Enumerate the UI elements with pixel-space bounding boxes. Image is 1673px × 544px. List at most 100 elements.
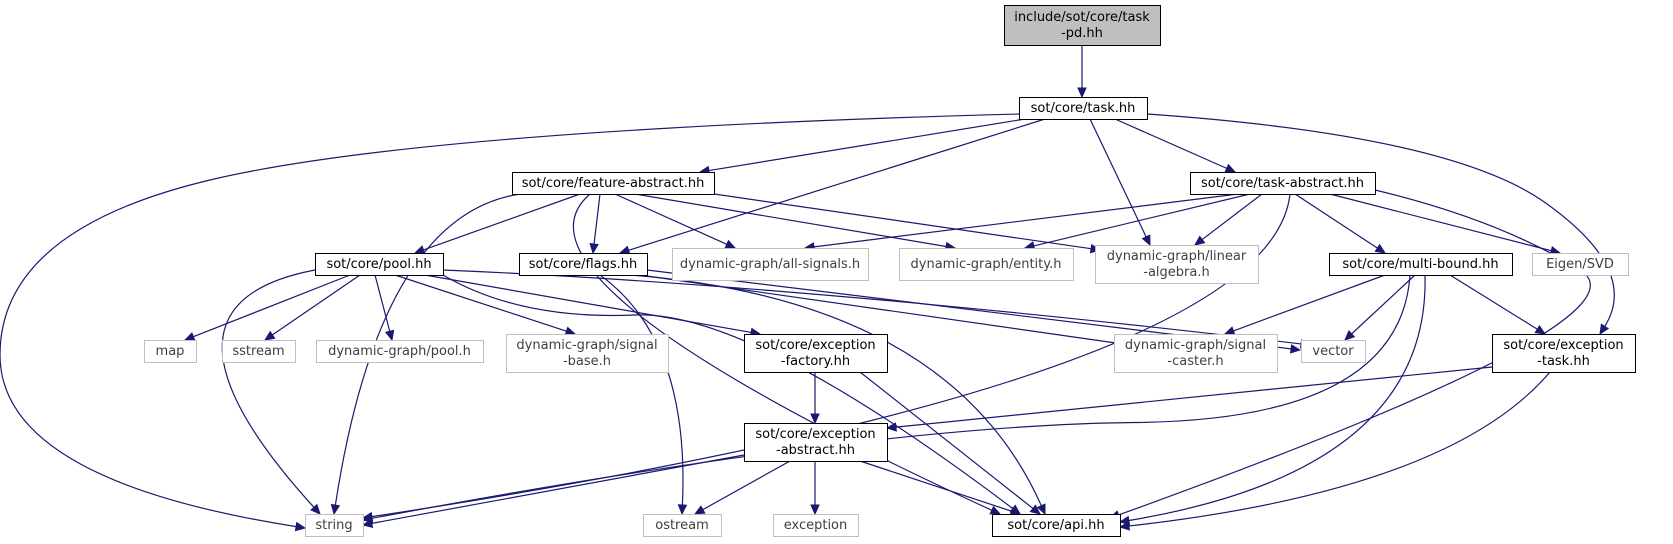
node-label: exception xyxy=(784,518,848,533)
edge-line xyxy=(334,193,521,506)
edge-line xyxy=(424,274,752,334)
node-label: include/sot/core/task xyxy=(1014,10,1150,25)
arrow-head-icon xyxy=(1224,163,1237,173)
edge-line xyxy=(702,460,791,511)
node-box xyxy=(643,514,722,537)
node-signal-base: dynamic-graph/signal-base.h xyxy=(506,334,669,373)
arrow-head-icon xyxy=(885,422,897,432)
node-exception-task[interactable]: sot/core/exception-task.hh xyxy=(1492,334,1636,373)
arrow-head-icon xyxy=(1141,234,1151,247)
node-exception: exception xyxy=(773,514,859,537)
node-label: map xyxy=(156,344,185,359)
edge-line xyxy=(1294,193,1378,249)
node-pool[interactable]: sot/core/pool.hh xyxy=(315,253,444,276)
edge-exception_factory-to-api xyxy=(859,371,1041,515)
edge-line xyxy=(859,371,1034,509)
node-exception-abstract[interactable]: sot/core/exception-abstract.hh xyxy=(744,423,888,462)
node-label: dynamic-graph/pool.h xyxy=(328,344,471,359)
arrow-head-icon xyxy=(677,504,688,516)
node-label: dynamic-graph/all-signals.h xyxy=(680,257,860,272)
edge-exception_abstract-to-exception xyxy=(810,461,820,516)
edge-line xyxy=(859,460,1012,512)
node-task-abstract[interactable]: sot/core/task-abstract.hh xyxy=(1190,172,1376,195)
edge-pool-to-api xyxy=(442,274,1021,515)
edge-line xyxy=(1201,193,1263,241)
edge-line xyxy=(371,454,745,524)
edge-line xyxy=(628,118,1046,251)
node-box xyxy=(222,340,296,363)
node-box xyxy=(992,514,1121,537)
node-label: -caster.h xyxy=(1167,354,1223,369)
node-box xyxy=(316,340,484,363)
edge-task-to-task_abstract xyxy=(1114,118,1237,173)
arrow-head-icon xyxy=(564,326,577,336)
node-flags[interactable]: sot/core/flags.hh xyxy=(519,253,648,276)
edge-line xyxy=(1089,118,1147,238)
node-ostream: ostream xyxy=(643,514,722,537)
node-label: Eigen/SVD xyxy=(1546,257,1614,272)
node-linear-algebra: dynamic-graph/linear-algebra.h xyxy=(1095,245,1259,284)
edge-task-to-linear_algebra xyxy=(1089,118,1151,247)
arrow-head-icon xyxy=(1534,324,1547,335)
node-box xyxy=(144,340,197,363)
edge-line xyxy=(614,193,728,245)
edge-pool-to-map xyxy=(183,274,351,341)
node-box xyxy=(773,514,859,537)
node-box xyxy=(1095,245,1259,284)
node-box xyxy=(506,334,669,373)
edge-line xyxy=(371,274,1411,519)
edge-line xyxy=(713,193,1092,250)
edge-line xyxy=(895,366,1493,428)
node-label: dynamic-graph/entity.h xyxy=(911,257,1062,272)
edge-task-to-feature_abstract xyxy=(698,118,1026,176)
arrow-head-icon xyxy=(989,505,1002,515)
arrow-head-icon xyxy=(1194,235,1206,246)
node-label: ostream xyxy=(655,518,709,533)
node-label: sot/core/exception xyxy=(755,427,875,442)
edge-line xyxy=(221,269,316,508)
node-label: sot/core/task.hh xyxy=(1031,101,1136,116)
edge-exception_abstract-to-string xyxy=(361,454,745,528)
edge-feature_abstract-to-flags xyxy=(589,193,601,255)
node-multi-bound[interactable]: sot/core/multi-bound.hh xyxy=(1329,253,1513,276)
edge-line xyxy=(1114,118,1228,169)
node-label: -factory.hh xyxy=(781,354,850,369)
edge-feature_abstract-to-all_signals xyxy=(614,193,737,249)
edge-task_abstract-to-eigen_svd xyxy=(1329,193,1562,256)
arrow-head-icon xyxy=(589,243,599,255)
node-label: sot/core/multi-bound.hh xyxy=(1342,257,1498,272)
edge-pool-to-dg_pool xyxy=(374,274,395,342)
node-box xyxy=(1301,340,1366,363)
arrow-head-icon xyxy=(1118,521,1130,531)
arrow-head-icon xyxy=(724,239,737,249)
node-api[interactable]: sot/core/api.hh xyxy=(992,514,1121,537)
edge-line xyxy=(1449,274,1538,330)
node-label: dynamic-graph/linear xyxy=(1107,249,1247,264)
edge-task-to-flags xyxy=(618,118,1046,255)
node-all-signals: dynamic-graph/all-signals.h xyxy=(672,248,869,281)
arrow-head-icon xyxy=(618,245,631,255)
node-exception-factory[interactable]: sot/core/exception-factory.hh xyxy=(744,334,888,373)
edge-exception_task-to-api xyxy=(1118,371,1551,531)
node-label: dynamic-graph/signal xyxy=(1125,338,1266,353)
node-label: sstream xyxy=(232,344,284,359)
arrow-head-icon xyxy=(413,245,426,255)
arrow-head-icon xyxy=(330,503,341,516)
node-box xyxy=(1190,172,1376,195)
edge-line xyxy=(1351,274,1416,335)
node-feature-abstract[interactable]: sot/core/feature-abstract.hh xyxy=(512,172,715,195)
edge-exception_factory-to-exception_abstract xyxy=(810,372,820,425)
edge-line xyxy=(423,193,581,251)
arrow-head-icon xyxy=(1029,504,1041,515)
edge-line xyxy=(1118,189,1591,516)
edge-feature_abstract-to-pool xyxy=(413,193,581,255)
edge-flags-to-api xyxy=(629,274,1046,516)
edge-line xyxy=(1033,193,1251,247)
node-task[interactable]: sot/core/task.hh xyxy=(1019,97,1148,120)
node-box xyxy=(1004,5,1161,46)
edge-line xyxy=(629,274,1042,507)
node-task-pd[interactable]: include/sot/core/task-pd.hh xyxy=(1004,5,1161,46)
node-box xyxy=(305,514,364,537)
node-label: dynamic-graph/signal xyxy=(516,338,657,353)
edge-line xyxy=(593,193,601,245)
